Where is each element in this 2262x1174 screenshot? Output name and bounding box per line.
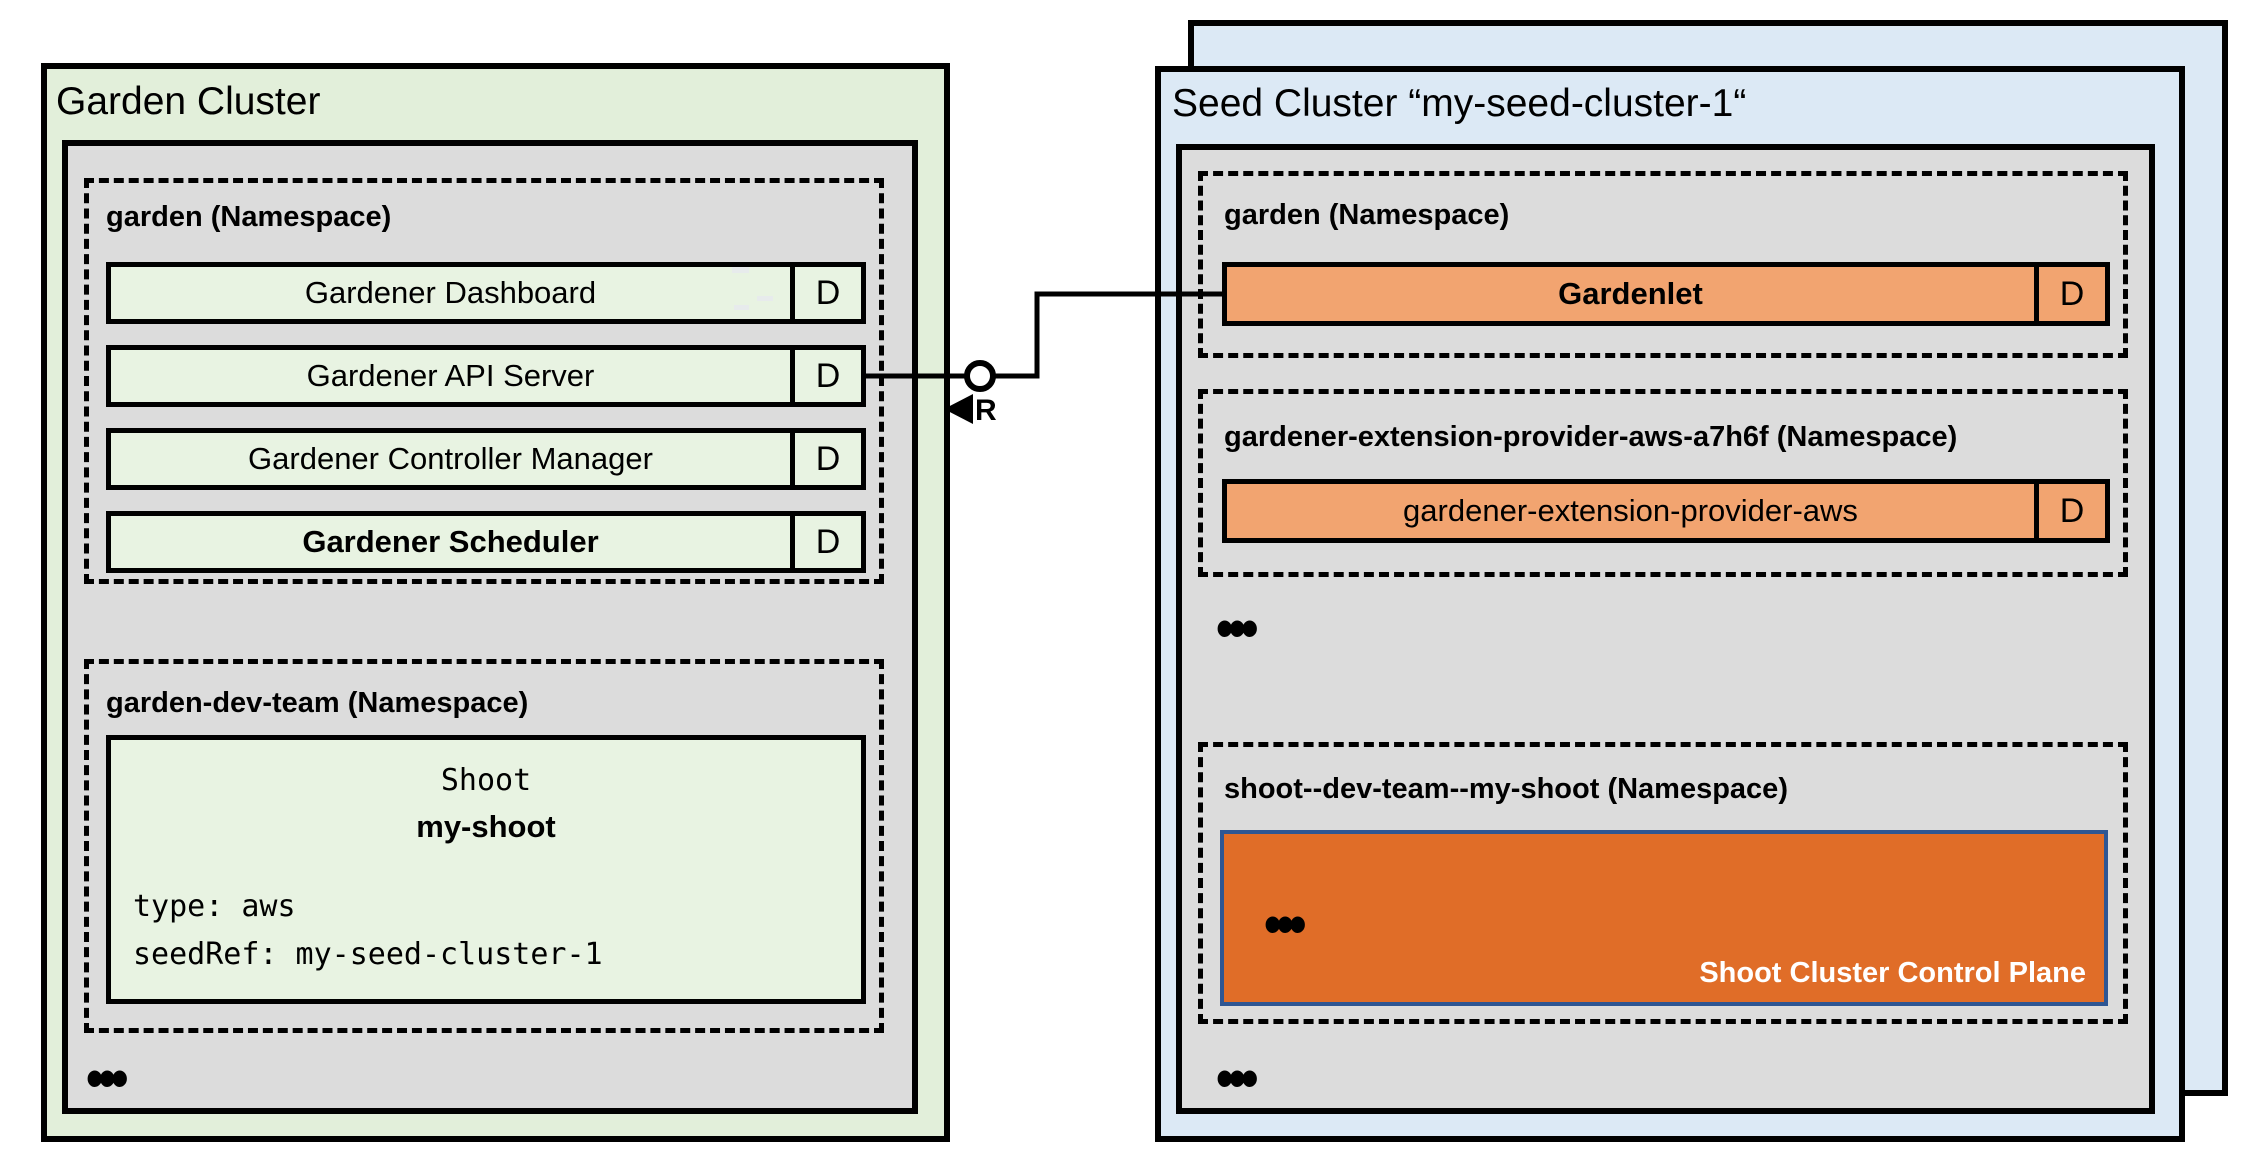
- gardener-scheduler-label: Gardener Scheduler: [302, 524, 599, 559]
- connector-relation-label: R: [975, 394, 997, 427]
- shoot-spec-type: type: aws: [133, 889, 296, 924]
- gardenlet-deployment-badge: D: [2034, 267, 2105, 321]
- api-server-deployment-badge: D: [790, 350, 861, 402]
- gardener-controller-manager-row: Gardener Controller Manager D: [106, 428, 866, 490]
- seed-extension-namespace-label: gardener-extension-provider-aws-a7h6f (N…: [1224, 421, 1958, 453]
- gardenlet-bar: Gardenlet D: [1222, 262, 2110, 326]
- shoot-name: my-shoot: [416, 809, 556, 844]
- extension-provider-label: gardener-extension-provider-aws: [1403, 493, 1858, 528]
- garden-cluster-title: Garden Cluster: [56, 80, 321, 123]
- shoot-spec: type: aws seedRef: my-seed-cluster-1: [133, 883, 861, 979]
- shoot-namespace-label: shoot--dev-team--my-shoot (Namespace): [1224, 773, 1788, 805]
- seed-ellipsis-middle: •••: [1216, 595, 1258, 661]
- controller-manager-deployment-badge: D: [790, 433, 861, 485]
- extension-provider-bar: gardener-extension-provider-aws D: [1222, 479, 2110, 543]
- seed-garden-namespace-box: [1198, 171, 2128, 358]
- dev-team-namespace-label: garden-dev-team (Namespace): [106, 687, 529, 719]
- shoot-resource-card: Shoot my-shoot type: aws seedRef: my-see…: [106, 735, 866, 1004]
- ghost-mark: [732, 267, 749, 273]
- gardener-scheduler-row: Gardener Scheduler D: [106, 511, 866, 573]
- gardener-api-server-label: Gardener API Server: [306, 358, 595, 393]
- control-plane-label: Shoot Cluster Control Plane: [1699, 957, 2086, 989]
- gardener-dashboard-row: Gardener Dashboard D: [106, 262, 866, 324]
- gardener-controller-manager-label: Gardener Controller Manager: [248, 441, 653, 476]
- control-plane-ellipsis: •••: [1264, 891, 1306, 957]
- seed-garden-namespace-label: garden (Namespace): [1224, 199, 1510, 231]
- shoot-namespace-box: [1198, 742, 2128, 1024]
- garden-ellipsis-bottom: •••: [86, 1045, 128, 1111]
- seed-ellipsis-bottom: •••: [1216, 1045, 1258, 1111]
- garden-namespace-label: garden (Namespace): [106, 201, 392, 233]
- scheduler-deployment-badge: D: [790, 516, 861, 568]
- shoot-kind: Shoot: [440, 763, 532, 798]
- ghost-mark: [757, 296, 773, 301]
- shoot-spec-seedref: seedRef: my-seed-cluster-1: [133, 937, 603, 972]
- gardener-api-server-row: Gardener API Server D: [106, 345, 866, 407]
- seed-extension-namespace-box: [1198, 389, 2128, 577]
- gardenlet-label: Gardenlet: [1558, 276, 1703, 311]
- garden-namespace-box: [84, 178, 884, 584]
- shoot-control-plane-box: ••• Shoot Cluster Control Plane: [1220, 830, 2108, 1006]
- gardener-dashboard-label: Gardener Dashboard: [304, 275, 597, 310]
- dashboard-deployment-badge: D: [790, 267, 861, 319]
- dev-team-namespace-box: [84, 659, 884, 1033]
- seed-cluster-title: Seed Cluster “my-seed-cluster-1“: [1172, 82, 1747, 125]
- extension-deployment-badge: D: [2034, 484, 2105, 538]
- ghost-mark: [734, 305, 749, 310]
- connector-socket-circle: [964, 360, 996, 392]
